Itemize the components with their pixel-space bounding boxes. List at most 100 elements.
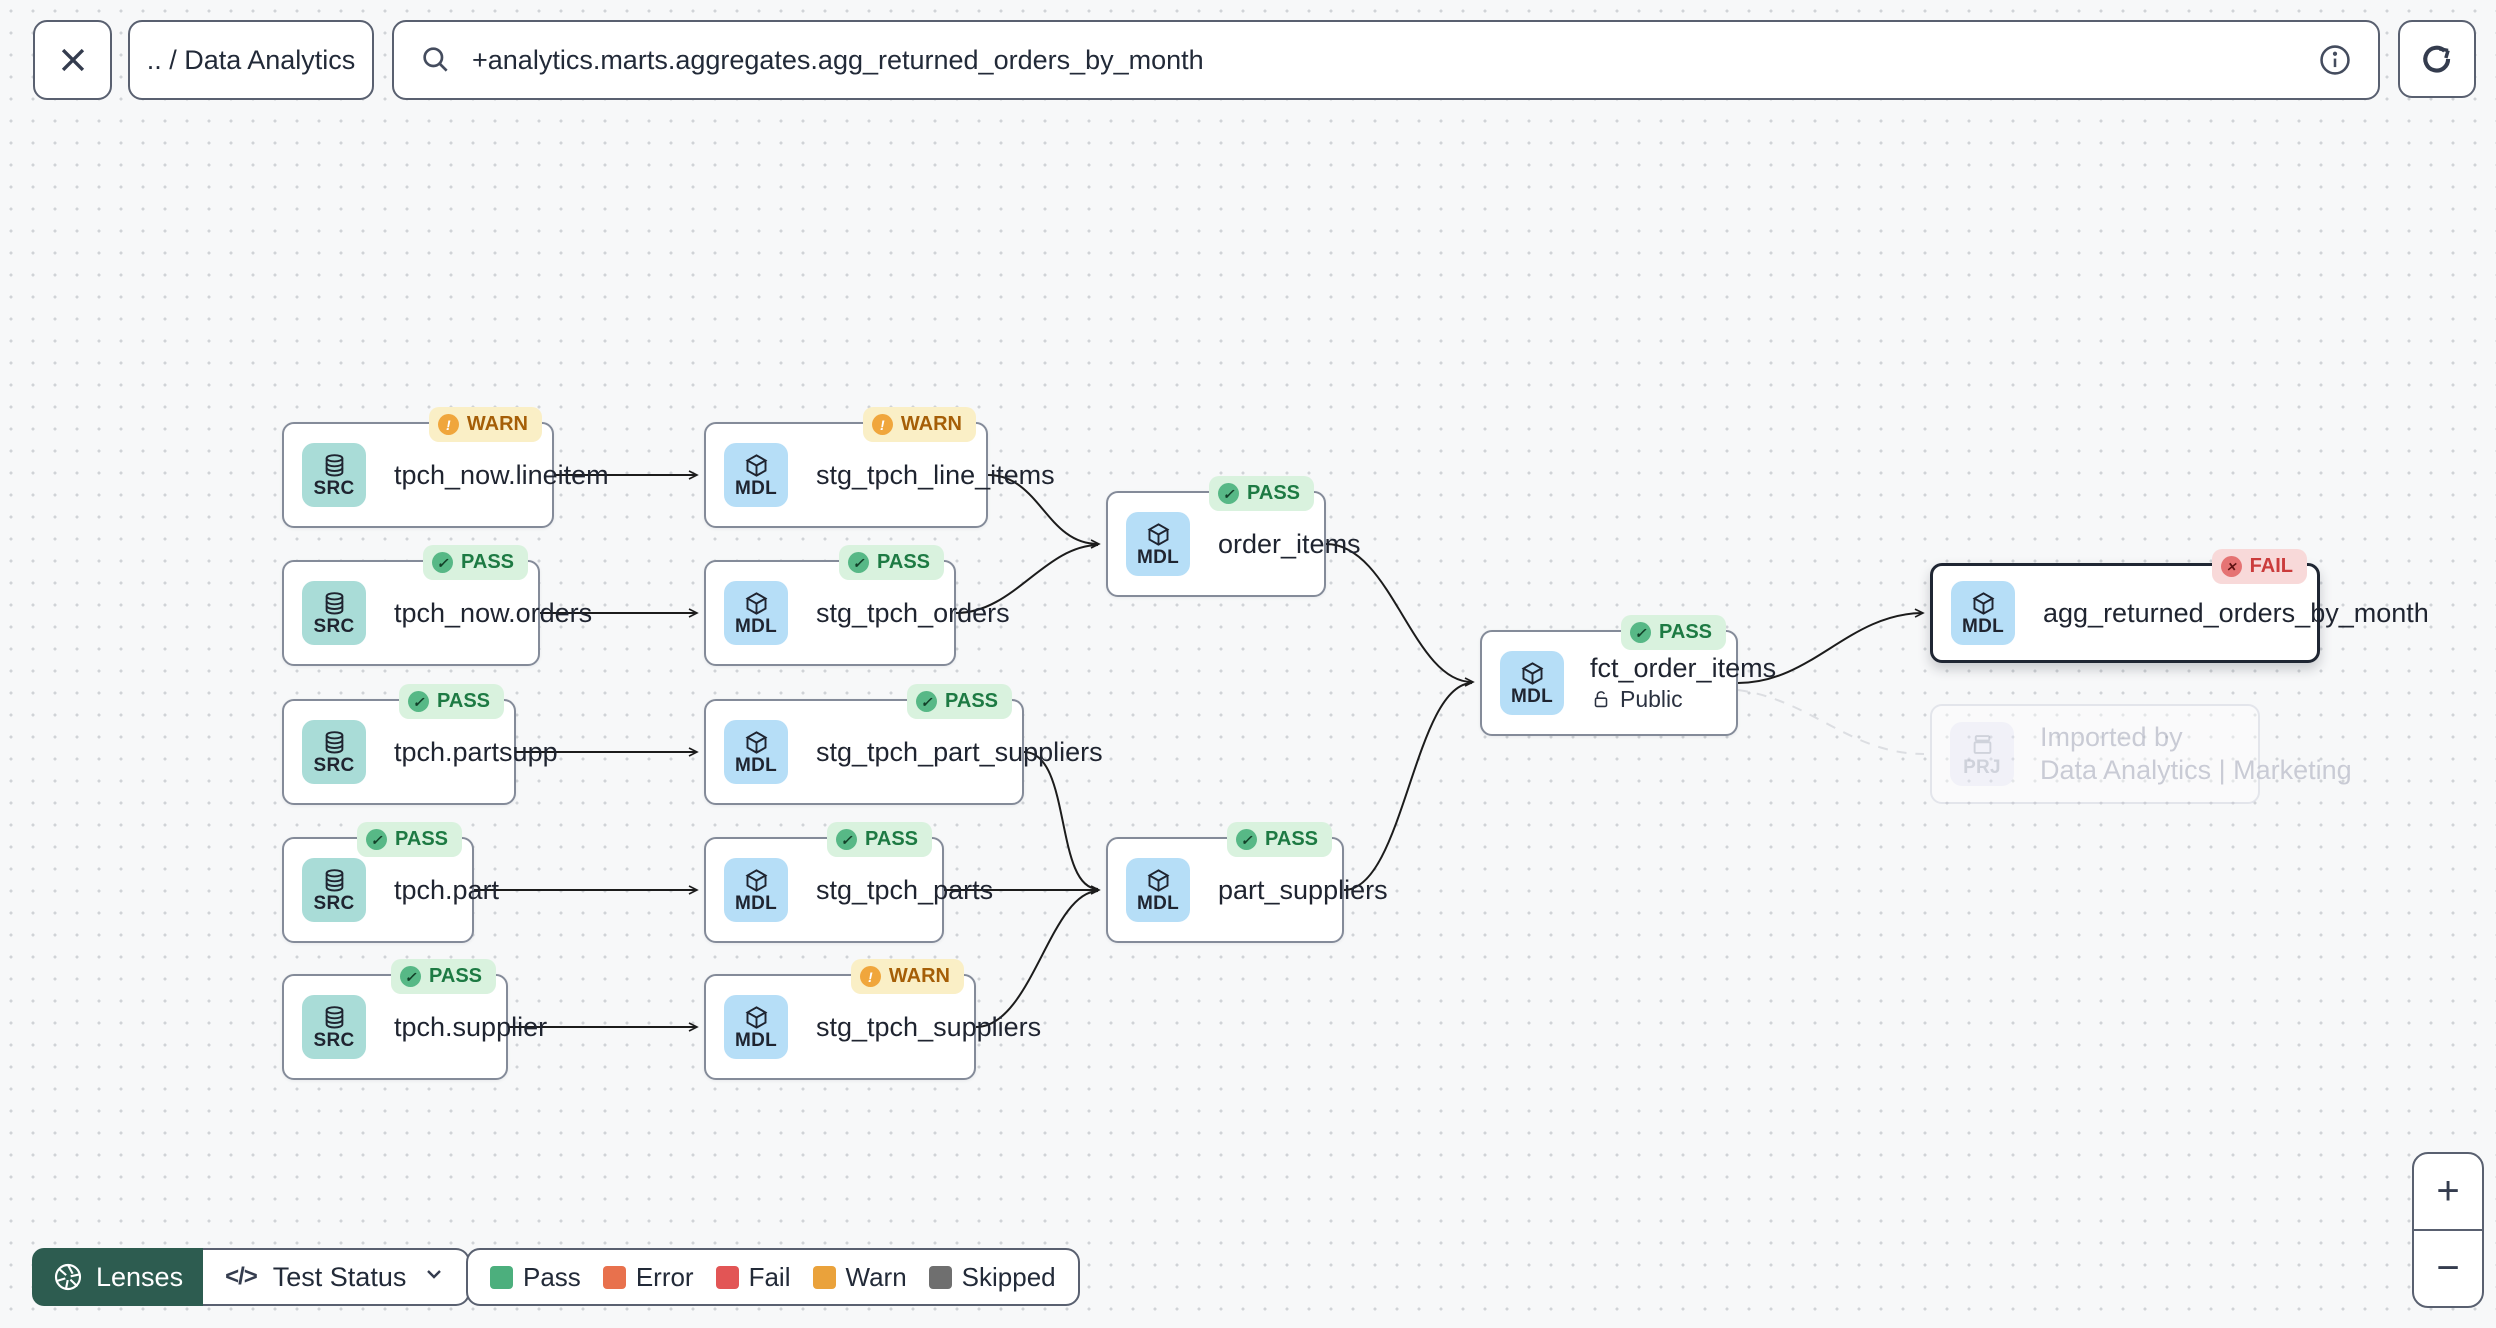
search-input[interactable] — [472, 44, 2298, 76]
status-badge: PASS — [827, 822, 932, 857]
status-badge: PASS — [839, 545, 944, 580]
source-kind-icon: SRC — [302, 720, 366, 784]
node-stg-tpch-part-suppliers[interactable]: PASS MDL stg_tpch_part_suppliers — [704, 684, 1103, 805]
edge-stgline-orderitems — [987, 474, 1101, 549]
legend-item-skipped: Skipped — [928, 1262, 1056, 1293]
node-part-suppliers[interactable]: PASS MDL part_suppliers — [1106, 822, 1388, 943]
source-kind-icon: SRC — [302, 995, 366, 1059]
active-lens-label: Test Status — [272, 1261, 407, 1292]
node-label: tpch_now.orders — [394, 597, 593, 628]
node-label: part_suppliers — [1218, 874, 1388, 905]
breadcrumb[interactable]: .. / Data Analytics — [128, 20, 374, 100]
node-label: stg_tpch_part_suppliers — [816, 736, 1103, 767]
status-badge: PASS — [907, 684, 1012, 719]
legend-item-pass: Pass — [490, 1262, 581, 1293]
model-kind-icon: MDL — [1500, 651, 1564, 715]
model-kind-icon: MDL — [1951, 581, 2015, 645]
node-label: stg_tpch_suppliers — [816, 1011, 1042, 1042]
node-stg-tpch-parts[interactable]: PASS MDL stg_tpch_parts — [704, 822, 993, 943]
pass-icon — [916, 691, 938, 712]
node-stg-tpch-suppliers[interactable]: WARN MDL stg_tpch_suppliers — [704, 959, 1041, 1080]
cube-icon — [745, 1005, 767, 1029]
node-tpch-now-orders[interactable]: PASS SRC tpch_now.orders — [282, 545, 592, 666]
node-fct-order-items[interactable]: PASS MDL fct_order_items Public — [1480, 615, 1776, 736]
zoom-controls — [2412, 1152, 2484, 1308]
database-icon — [325, 868, 343, 892]
node-label: stg_tpch_parts — [816, 874, 994, 905]
status-badge: WARN — [862, 407, 976, 442]
edge-fct-agg — [1737, 608, 1925, 684]
database-icon — [325, 453, 343, 477]
cube-icon — [745, 868, 767, 892]
node-tpch-part[interactable]: PASS SRC tpch.part — [282, 822, 499, 943]
pass-icon — [848, 552, 870, 573]
node-tpch-now-lineitem[interactable]: WARN SRC tpch_now.lineitem — [282, 407, 609, 528]
node-order-items[interactable]: PASS MDL order_items — [1106, 476, 1361, 597]
node-imported-by-project[interactable]: PRJ Imported by Data Analytics | Marketi… — [1930, 704, 2352, 804]
skipped-swatch — [928, 1265, 952, 1289]
status-badge: PASS — [1209, 476, 1314, 511]
source-kind-icon: SRC — [302, 858, 366, 922]
close-button[interactable] — [33, 20, 112, 100]
status-badge: PASS — [357, 822, 462, 857]
edge-orderitems-fct — [1325, 543, 1475, 687]
status-badge: PASS — [423, 545, 528, 580]
node-label: stg_tpch_orders — [816, 597, 1010, 628]
legend-item-error: Error — [602, 1262, 694, 1293]
edge-fct-imported-dashed — [1737, 689, 1925, 755]
status-badge: PASS — [1227, 822, 1332, 857]
model-kind-icon: MDL — [724, 581, 788, 645]
imported-by-projects: Data Analytics | Marketing — [2040, 755, 2352, 785]
node-label: tpch.supplier — [394, 1011, 548, 1042]
pass-icon — [432, 552, 454, 573]
node-label: tpch.partsupp — [394, 736, 558, 767]
aperture-icon — [54, 1263, 82, 1291]
cube-icon — [745, 453, 767, 477]
status-badge: WARN — [850, 959, 964, 994]
node-agg-returned-orders-by-month[interactable]: FAIL MDL agg_returned_orders_by_month — [1930, 549, 2429, 663]
archive-icon — [1973, 734, 1991, 754]
pass-icon — [1218, 483, 1240, 504]
info-icon[interactable] — [2318, 43, 2352, 77]
model-kind-icon: MDL — [724, 858, 788, 922]
cube-icon — [745, 730, 767, 754]
zoom-out-button[interactable] — [2414, 1231, 2482, 1306]
edge-stgpartsup-partsuppliers — [1023, 751, 1099, 890]
lock-open-icon — [1594, 690, 1608, 707]
node-label: tpch_now.lineitem — [394, 459, 609, 490]
model-kind-icon: MDL — [724, 995, 788, 1059]
node-tpch-supplier[interactable]: PASS SRC tpch.supplier — [282, 959, 547, 1080]
pass-swatch — [490, 1265, 513, 1289]
lens-selector[interactable]: </> Test Status — [203, 1248, 471, 1306]
status-badge: PASS — [1621, 615, 1726, 650]
pass-icon — [1630, 622, 1652, 643]
model-kind-icon: MDL — [724, 443, 788, 507]
model-kind-icon: MDL — [1126, 858, 1190, 922]
node-stg-tpch-line-items[interactable]: WARN MDL stg_tpch_line_items — [704, 407, 1055, 528]
node-tpch-partsupp[interactable]: PASS SRC tpch.partsupp — [282, 684, 558, 805]
error-swatch — [602, 1265, 626, 1289]
refresh-icon — [2423, 45, 2451, 73]
project-kind-icon: PRJ — [1950, 722, 2014, 786]
refresh-button[interactable] — [2398, 20, 2476, 98]
zoom-in-button[interactable] — [2414, 1154, 2482, 1231]
cube-icon — [1147, 522, 1169, 546]
status-badge: PASS — [399, 684, 504, 719]
breadcrumb-label: .. / Data Analytics — [146, 44, 356, 75]
edge-stgsuppliers-partsuppliers — [975, 890, 1099, 1028]
pass-icon — [408, 691, 430, 712]
access-level: Public — [1590, 686, 1776, 713]
pass-icon — [366, 829, 388, 850]
status-badge: WARN — [428, 407, 542, 442]
source-kind-icon: SRC — [302, 443, 366, 507]
warn-swatch — [812, 1265, 836, 1289]
close-icon — [61, 48, 84, 72]
status-badge: PASS — [391, 959, 496, 994]
database-icon — [325, 591, 343, 615]
source-kind-icon: SRC — [302, 581, 366, 645]
pass-icon — [1236, 829, 1258, 850]
test-status-legend: Pass Error Fail Warn Skipped — [466, 1248, 1080, 1306]
lenses-button[interactable]: Lenses — [32, 1248, 204, 1306]
node-stg-tpch-orders[interactable]: PASS MDL stg_tpch_orders — [704, 545, 1010, 666]
